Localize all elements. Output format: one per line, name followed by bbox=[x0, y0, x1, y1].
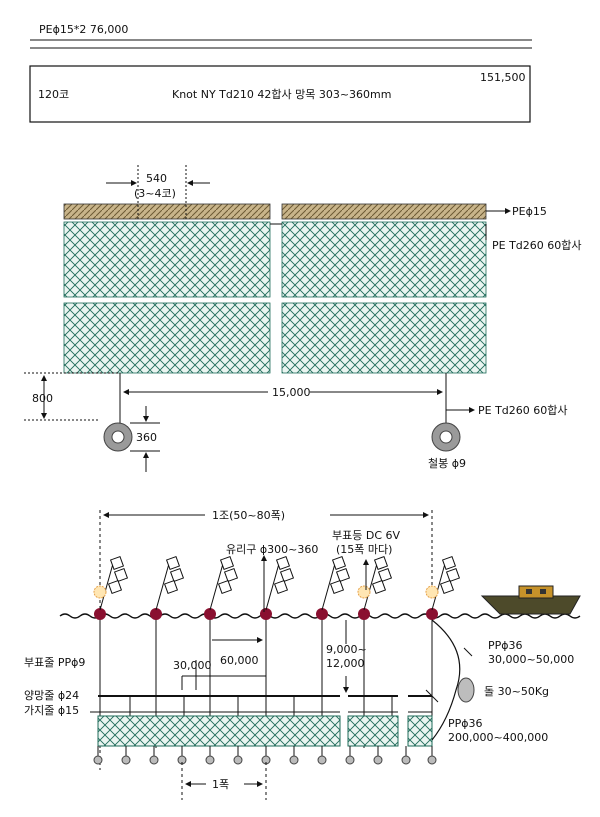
set-label: 1조(50~80폭) bbox=[212, 509, 286, 522]
light-icon bbox=[357, 585, 371, 599]
anchor-line-len-label: 30,000~50,000 bbox=[488, 653, 575, 666]
set-net-strip bbox=[347, 715, 399, 747]
head-rope-left bbox=[63, 203, 271, 220]
net-material-top-label: PE Td260 60합사 bbox=[492, 239, 582, 252]
buoy-light-label: 부표등 DC 6V bbox=[332, 529, 401, 542]
glass-float-label: 유리구 ϕ300~360 bbox=[226, 543, 319, 556]
span-label: 15,000 bbox=[272, 386, 311, 399]
ground-rope-len-label: 200,000~400,000 bbox=[448, 731, 549, 744]
height-label: 800 bbox=[32, 392, 53, 405]
head-rope-label: PEϕ15 bbox=[512, 205, 547, 218]
float-right bbox=[431, 422, 461, 452]
head-rope-right bbox=[281, 203, 487, 220]
ground-rope-label: PPϕ36 bbox=[448, 717, 483, 730]
net-upper-right bbox=[281, 221, 487, 298]
main-rope-label: 양망줄 ϕ24 bbox=[24, 689, 80, 702]
branch-rope-label: 가지줄 ϕ15 bbox=[24, 704, 80, 717]
one-width-label: 1폭 bbox=[212, 778, 230, 791]
light-icon bbox=[93, 585, 107, 599]
float-size-label: 360 bbox=[136, 431, 157, 444]
depth-range-label: 9,000~ bbox=[326, 643, 367, 656]
buoy-light-interval-label: (15폭 마다) bbox=[336, 543, 393, 556]
spec-box-right: 151,500 bbox=[480, 71, 526, 84]
anchor-line-label: PPϕ36 bbox=[488, 639, 523, 652]
depth-range-max-label: 12,000 bbox=[326, 657, 365, 670]
net-lower-left bbox=[63, 302, 271, 374]
light-icon bbox=[425, 585, 439, 599]
float-spacing-large-label: 60,000 bbox=[220, 654, 259, 667]
buoy-line-label: 부표줄 PPϕ9 bbox=[24, 656, 86, 669]
mesh-dim-label: 540 bbox=[146, 172, 167, 185]
boat bbox=[480, 585, 581, 615]
anchor-weight-label: 돌 30~50Kg bbox=[484, 685, 550, 698]
sinkers bbox=[93, 746, 437, 765]
spec-box-center: Knot NY Td210 42합사 망목 303~360mm bbox=[172, 88, 392, 101]
set-net-strip bbox=[97, 715, 341, 747]
header-rules bbox=[29, 39, 532, 123]
float-left bbox=[103, 422, 133, 452]
buoy-1 bbox=[94, 555, 129, 748]
net-panel-diagram bbox=[24, 165, 511, 472]
mesh-count-label: (3~4코) bbox=[134, 187, 176, 200]
sinker-label: 철봉 ϕ9 bbox=[428, 457, 466, 470]
set-diagram bbox=[59, 510, 581, 800]
net-lower-right bbox=[281, 302, 487, 374]
bottom-rope-label: PE Td260 60합사 bbox=[478, 404, 568, 417]
net-upper-left bbox=[63, 221, 271, 298]
spec-box-left: 120코 bbox=[38, 88, 70, 101]
buoy-7 bbox=[426, 555, 461, 748]
anchor-stone bbox=[457, 677, 475, 703]
anchor-line bbox=[431, 619, 461, 741]
spec-row1: PEϕ15*2 76,000 bbox=[39, 23, 129, 36]
buoy-6 bbox=[358, 555, 393, 748]
set-net-strip bbox=[407, 715, 433, 747]
float-spacing-small-label: 30,000 bbox=[173, 659, 212, 672]
